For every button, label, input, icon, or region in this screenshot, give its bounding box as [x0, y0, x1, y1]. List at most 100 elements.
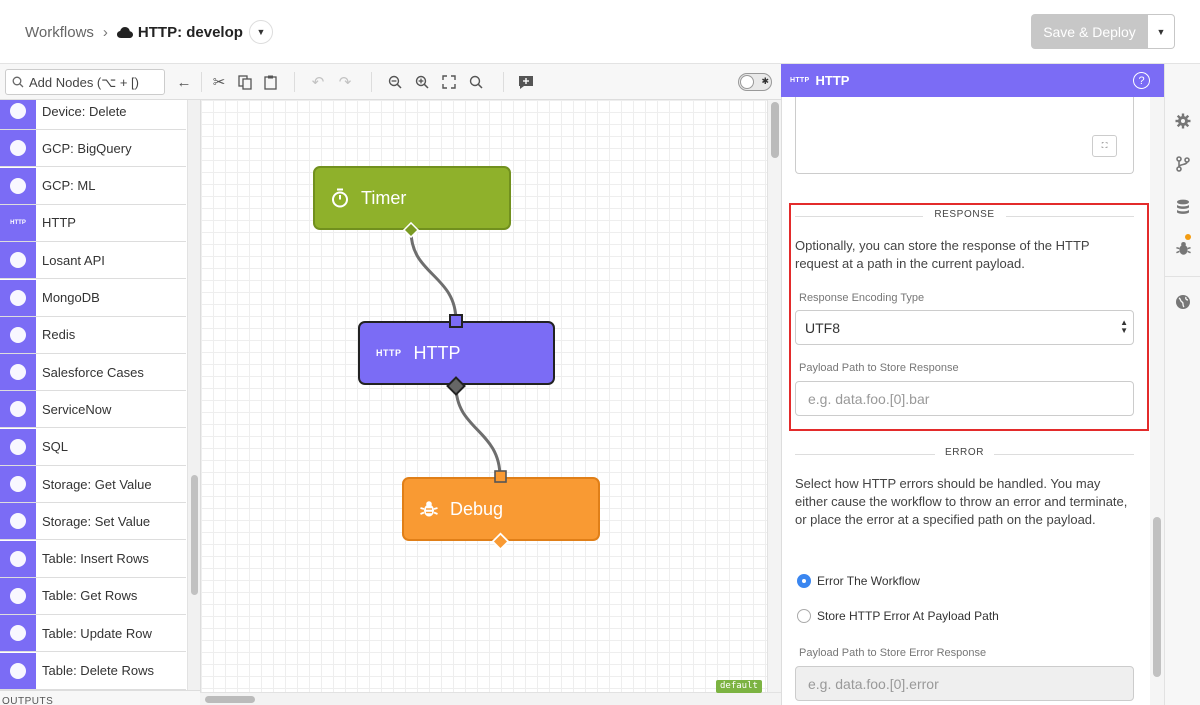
cut-icon[interactable]: ✂: [212, 74, 226, 91]
top-bar: Workflows › HTTP: develop ▼ Save & Deplo…: [0, 0, 1200, 64]
workflow-version-dropdown[interactable]: ▼: [248, 20, 273, 44]
zoom-reset-icon[interactable]: [467, 73, 485, 91]
help-icon[interactable]: ?: [1133, 72, 1150, 89]
palette-scroll-thumb[interactable]: [191, 475, 198, 595]
radio-button-selected[interactable]: [797, 574, 811, 588]
palette-glyph: [10, 140, 26, 157]
add-nodes-input[interactable]: [29, 74, 159, 90]
radio-error-workflow[interactable]: Error The Workflow: [797, 574, 920, 588]
error-path-label: Payload Path to Store Error Response: [799, 647, 987, 659]
salesforce-icon: [0, 354, 36, 391]
debug-node[interactable]: Debug: [402, 477, 600, 541]
response-path-input[interactable]: [795, 381, 1134, 416]
http-node[interactable]: HTTP HTTP: [358, 321, 555, 385]
response-highlight-box: [789, 203, 1149, 431]
gear-icon[interactable]: [1173, 111, 1193, 131]
save-options-dropdown[interactable]: ▼: [1148, 14, 1175, 49]
version-branch-icon[interactable]: [1173, 154, 1193, 174]
palette-glyph: [10, 289, 26, 306]
fit-to-screen-icon[interactable]: [440, 73, 458, 91]
palette-node-item[interactable]: MongoDB: [0, 279, 186, 317]
palette-node-item[interactable]: ServiceNow: [0, 391, 186, 429]
palette-node-label: GCP: ML: [42, 178, 96, 194]
radio-store-error[interactable]: Store HTTP Error At Payload Path: [797, 609, 999, 623]
search-icon: [12, 76, 24, 88]
breadcrumb-workflows-link[interactable]: Workflows: [25, 23, 94, 41]
save-deploy-button[interactable]: Save & Deploy: [1031, 14, 1148, 49]
response-heading-text: RESPONSE: [934, 209, 995, 220]
debug-node-label: Debug: [450, 498, 504, 519]
palette-node-item[interactable]: Losant API: [0, 242, 186, 280]
error-path-input[interactable]: [795, 666, 1134, 701]
bug-icon[interactable]: [1173, 238, 1193, 258]
palette-node-item[interactable]: Storage: Get Value: [0, 466, 186, 503]
panel-scroll-thumb[interactable]: [1153, 517, 1161, 677]
palette-node-item[interactable]: Device: Delete: [0, 100, 186, 130]
canvas-toolbar: ← ✂ ↶ ↷ ✱: [0, 64, 781, 100]
zoom-out-icon[interactable]: [386, 73, 404, 91]
right-rail: [1164, 64, 1200, 705]
palette-node-item[interactable]: Table: Insert Rows: [0, 540, 186, 578]
encoding-type-select[interactable]: UTF8 ▲▼: [795, 310, 1134, 345]
table-get-icon: [0, 577, 36, 614]
http-icon: HTTP: [376, 348, 402, 358]
palette-node-item[interactable]: Salesforce Cases: [0, 354, 186, 392]
debug-mode-toggle[interactable]: ✱: [738, 73, 772, 91]
palette-node-item[interactable]: Table: Delete Rows: [0, 652, 186, 690]
breadcrumb-separator: ›: [102, 23, 108, 41]
table-delete-icon: [0, 652, 36, 689]
add-comment-icon[interactable]: [517, 73, 535, 91]
palette-node-item[interactable]: Table: Get Rows: [0, 577, 186, 615]
toolbar-divider: [371, 72, 372, 92]
http-node-label: HTTP: [413, 342, 461, 363]
request-body-editor[interactable]: ⛶: [795, 97, 1134, 174]
palette-node-label: Table: Get Rows: [42, 588, 138, 604]
zoom-in-icon[interactable]: [413, 73, 431, 91]
add-nodes-search: [5, 69, 165, 95]
database-icon[interactable]: [1173, 197, 1193, 217]
palette-node-label: ServiceNow: [42, 401, 112, 417]
select-arrows-icon: ▲▼: [1120, 318, 1128, 335]
palette-scrollbar[interactable]: [187, 100, 200, 690]
error-description: Select how HTTP errors should be handled…: [795, 476, 1128, 527]
panel-scrollbar[interactable]: [1150, 97, 1164, 705]
timer-node[interactable]: Timer: [313, 166, 511, 230]
palette-node-item[interactable]: Redis: [0, 316, 186, 354]
redo-icon[interactable]: ↷: [338, 74, 352, 91]
globe-icon[interactable]: [1173, 292, 1193, 312]
palette-node-item[interactable]: SQL: [0, 428, 186, 466]
canvas-hscroll-thumb[interactable]: [205, 696, 255, 703]
undo-icon[interactable]: ↶: [311, 74, 325, 91]
workflow-name: HTTP: develop: [137, 23, 243, 41]
radio-button[interactable]: [797, 609, 811, 623]
rail-divider: [1165, 276, 1200, 277]
palette-node-item[interactable]: GCP: ML: [0, 167, 186, 205]
default-version-tag: default: [716, 680, 762, 693]
palette-node-label: SQL: [42, 439, 69, 455]
palette-glyph: [10, 326, 26, 343]
response-section-heading: RESPONSE: [795, 209, 1134, 223]
debug-notification-badge: [1185, 234, 1191, 240]
response-path-label: Payload Path to Store Response: [799, 362, 959, 374]
palette-node-item[interactable]: GCP: BigQuery: [0, 130, 186, 168]
caret-down-icon: ▼: [256, 27, 266, 37]
palette-glyph: [10, 177, 26, 194]
canvas-vertical-scrollbar[interactable]: [767, 100, 781, 692]
palette-node-label: Salesforce Cases: [42, 364, 144, 380]
palette-node-label: Device: Delete: [42, 103, 127, 119]
expand-editor-button[interactable]: ⛶: [1092, 135, 1117, 157]
http-icon: HTTP: [790, 77, 810, 84]
paste-icon[interactable]: [261, 73, 279, 91]
palette-node-item[interactable]: Storage: Set Value: [0, 503, 186, 541]
palette-glyph: [10, 438, 26, 455]
outputs-section-header: OUTPUTS: [0, 690, 200, 705]
palette-glyph: [10, 252, 26, 269]
palette-node-item[interactable]: Table: Update Row: [0, 615, 186, 653]
copy-icon[interactable]: [236, 73, 254, 91]
canvas-horizontal-scrollbar[interactable]: [200, 692, 781, 705]
collapse-palette-icon[interactable]: ←: [176, 73, 192, 91]
mongodb-icon: [0, 279, 36, 316]
canvas-vscroll-thumb[interactable]: [771, 102, 779, 158]
